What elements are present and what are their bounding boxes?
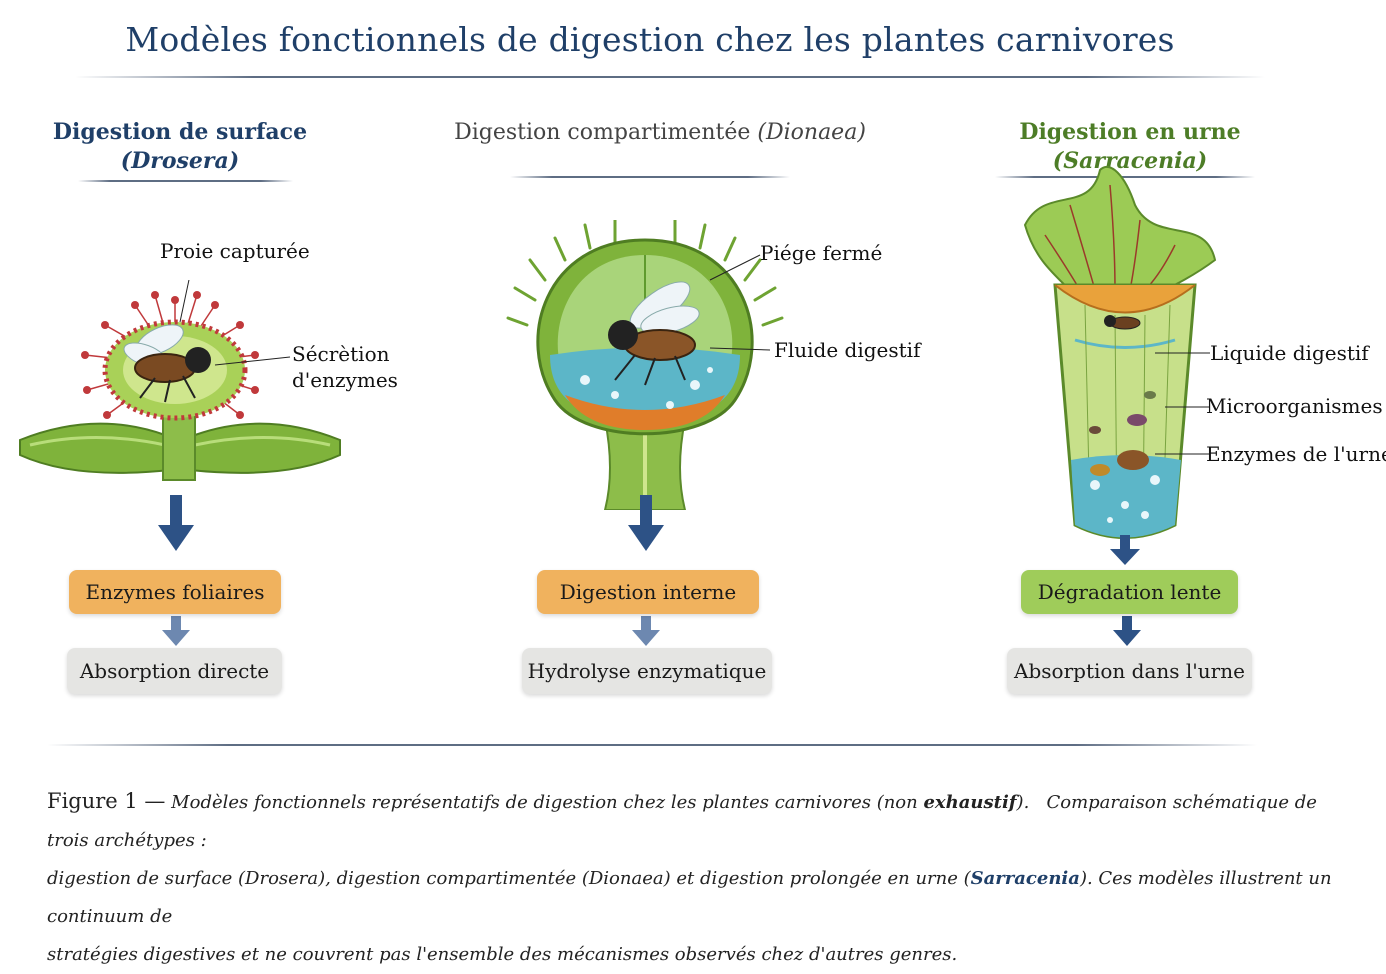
caption-part1: Modèles fonctionnels représentatifs de d…	[171, 792, 918, 813]
box-degradation-lente: Dégradation lente	[1021, 570, 1238, 614]
heading-surface-rule	[78, 180, 293, 182]
box-digestion-interne: Digestion interne	[537, 570, 759, 614]
caption-part2: Comparaison schématique de trois archéty…	[47, 792, 1317, 851]
drosera-illustration	[19, 280, 341, 481]
label-piege: Piége fermé	[760, 241, 883, 265]
label-enzymes: d'enzymes	[292, 368, 398, 392]
label-proie: Proie capturée	[160, 239, 310, 263]
heading-pitcher-main: Digestion en urne	[1019, 119, 1241, 145]
heading-pitcher-rule	[995, 176, 1255, 178]
heading-surface-sub: (Drosera)	[120, 148, 240, 174]
page-title: Modèles fonctionnels de digestion chez l…	[125, 20, 1175, 59]
heading-surface-main: Digestion de surface	[52, 119, 308, 145]
down-arrow-icon	[1113, 616, 1141, 646]
caption-part1-end: ).	[1016, 792, 1030, 813]
caption-line-1: Figure 1 — Modèles fonctionnels représen…	[47, 782, 1347, 860]
label-secretion: Sécrètion	[292, 342, 390, 366]
sarracenia-illustration	[1023, 165, 1217, 539]
caption-lead: Figure 1 —	[47, 789, 166, 813]
label-fluide: Fluide digestif	[774, 338, 921, 362]
box-enzymes-foliaires: Enzymes foliaires	[69, 570, 281, 614]
caption-line2-bold: Sarracenia	[970, 868, 1080, 889]
down-arrow-icon	[162, 616, 190, 646]
heading-compartment-sub: (Dionaea)	[757, 120, 866, 145]
insect-icon	[1104, 315, 1141, 330]
figure-caption: Figure 1 — Modèles fonctionnels représen…	[47, 782, 1347, 974]
heading-pitcher: Digestion en urne (Sarracenia)	[950, 118, 1310, 176]
dionaea-illustration	[506, 220, 784, 510]
caption-line-2: digestion de surface (Drosera), digestio…	[47, 860, 1347, 936]
caption-line2a: digestion de surface (Drosera), digestio…	[47, 868, 971, 889]
box-absorption-directe: Absorption directe	[67, 648, 282, 694]
label-enzymes-urne: Enzymes de l'urne	[1206, 442, 1386, 466]
caption-part1-em: exhaustif	[923, 792, 1017, 813]
heading-compartment: Digestion compartimentée (Dionaea)	[440, 118, 880, 147]
insect-icon	[608, 281, 700, 386]
heading-surface: Digestion de surface (Drosera)	[40, 118, 320, 176]
down-arrow-icon	[628, 495, 664, 551]
box-hydrolyse: Hydrolyse enzymatique	[522, 648, 772, 694]
caption-divider	[47, 744, 1257, 746]
insect-icon	[123, 324, 211, 403]
heading-pitcher-sub: (Sarracenia)	[1052, 148, 1208, 174]
down-arrow-icon	[632, 616, 660, 646]
caption-line-3: stratégies digestives et ne couvrent pas…	[47, 944, 958, 965]
box-absorption-urne: Absorption dans l'urne	[1007, 648, 1252, 694]
heading-compartment-rule	[510, 176, 790, 178]
down-arrow-icon	[1110, 535, 1140, 565]
down-arrow-icon	[158, 495, 194, 551]
title-divider	[75, 76, 1265, 78]
heading-compartment-main: Digestion compartimentée	[454, 120, 751, 145]
caption-line2b: ). Ces modèles illustrent un continuum d…	[47, 868, 1332, 927]
label-liquide: Liquide digestif	[1210, 341, 1369, 365]
label-microorganismes: Microorganismes	[1206, 394, 1383, 418]
